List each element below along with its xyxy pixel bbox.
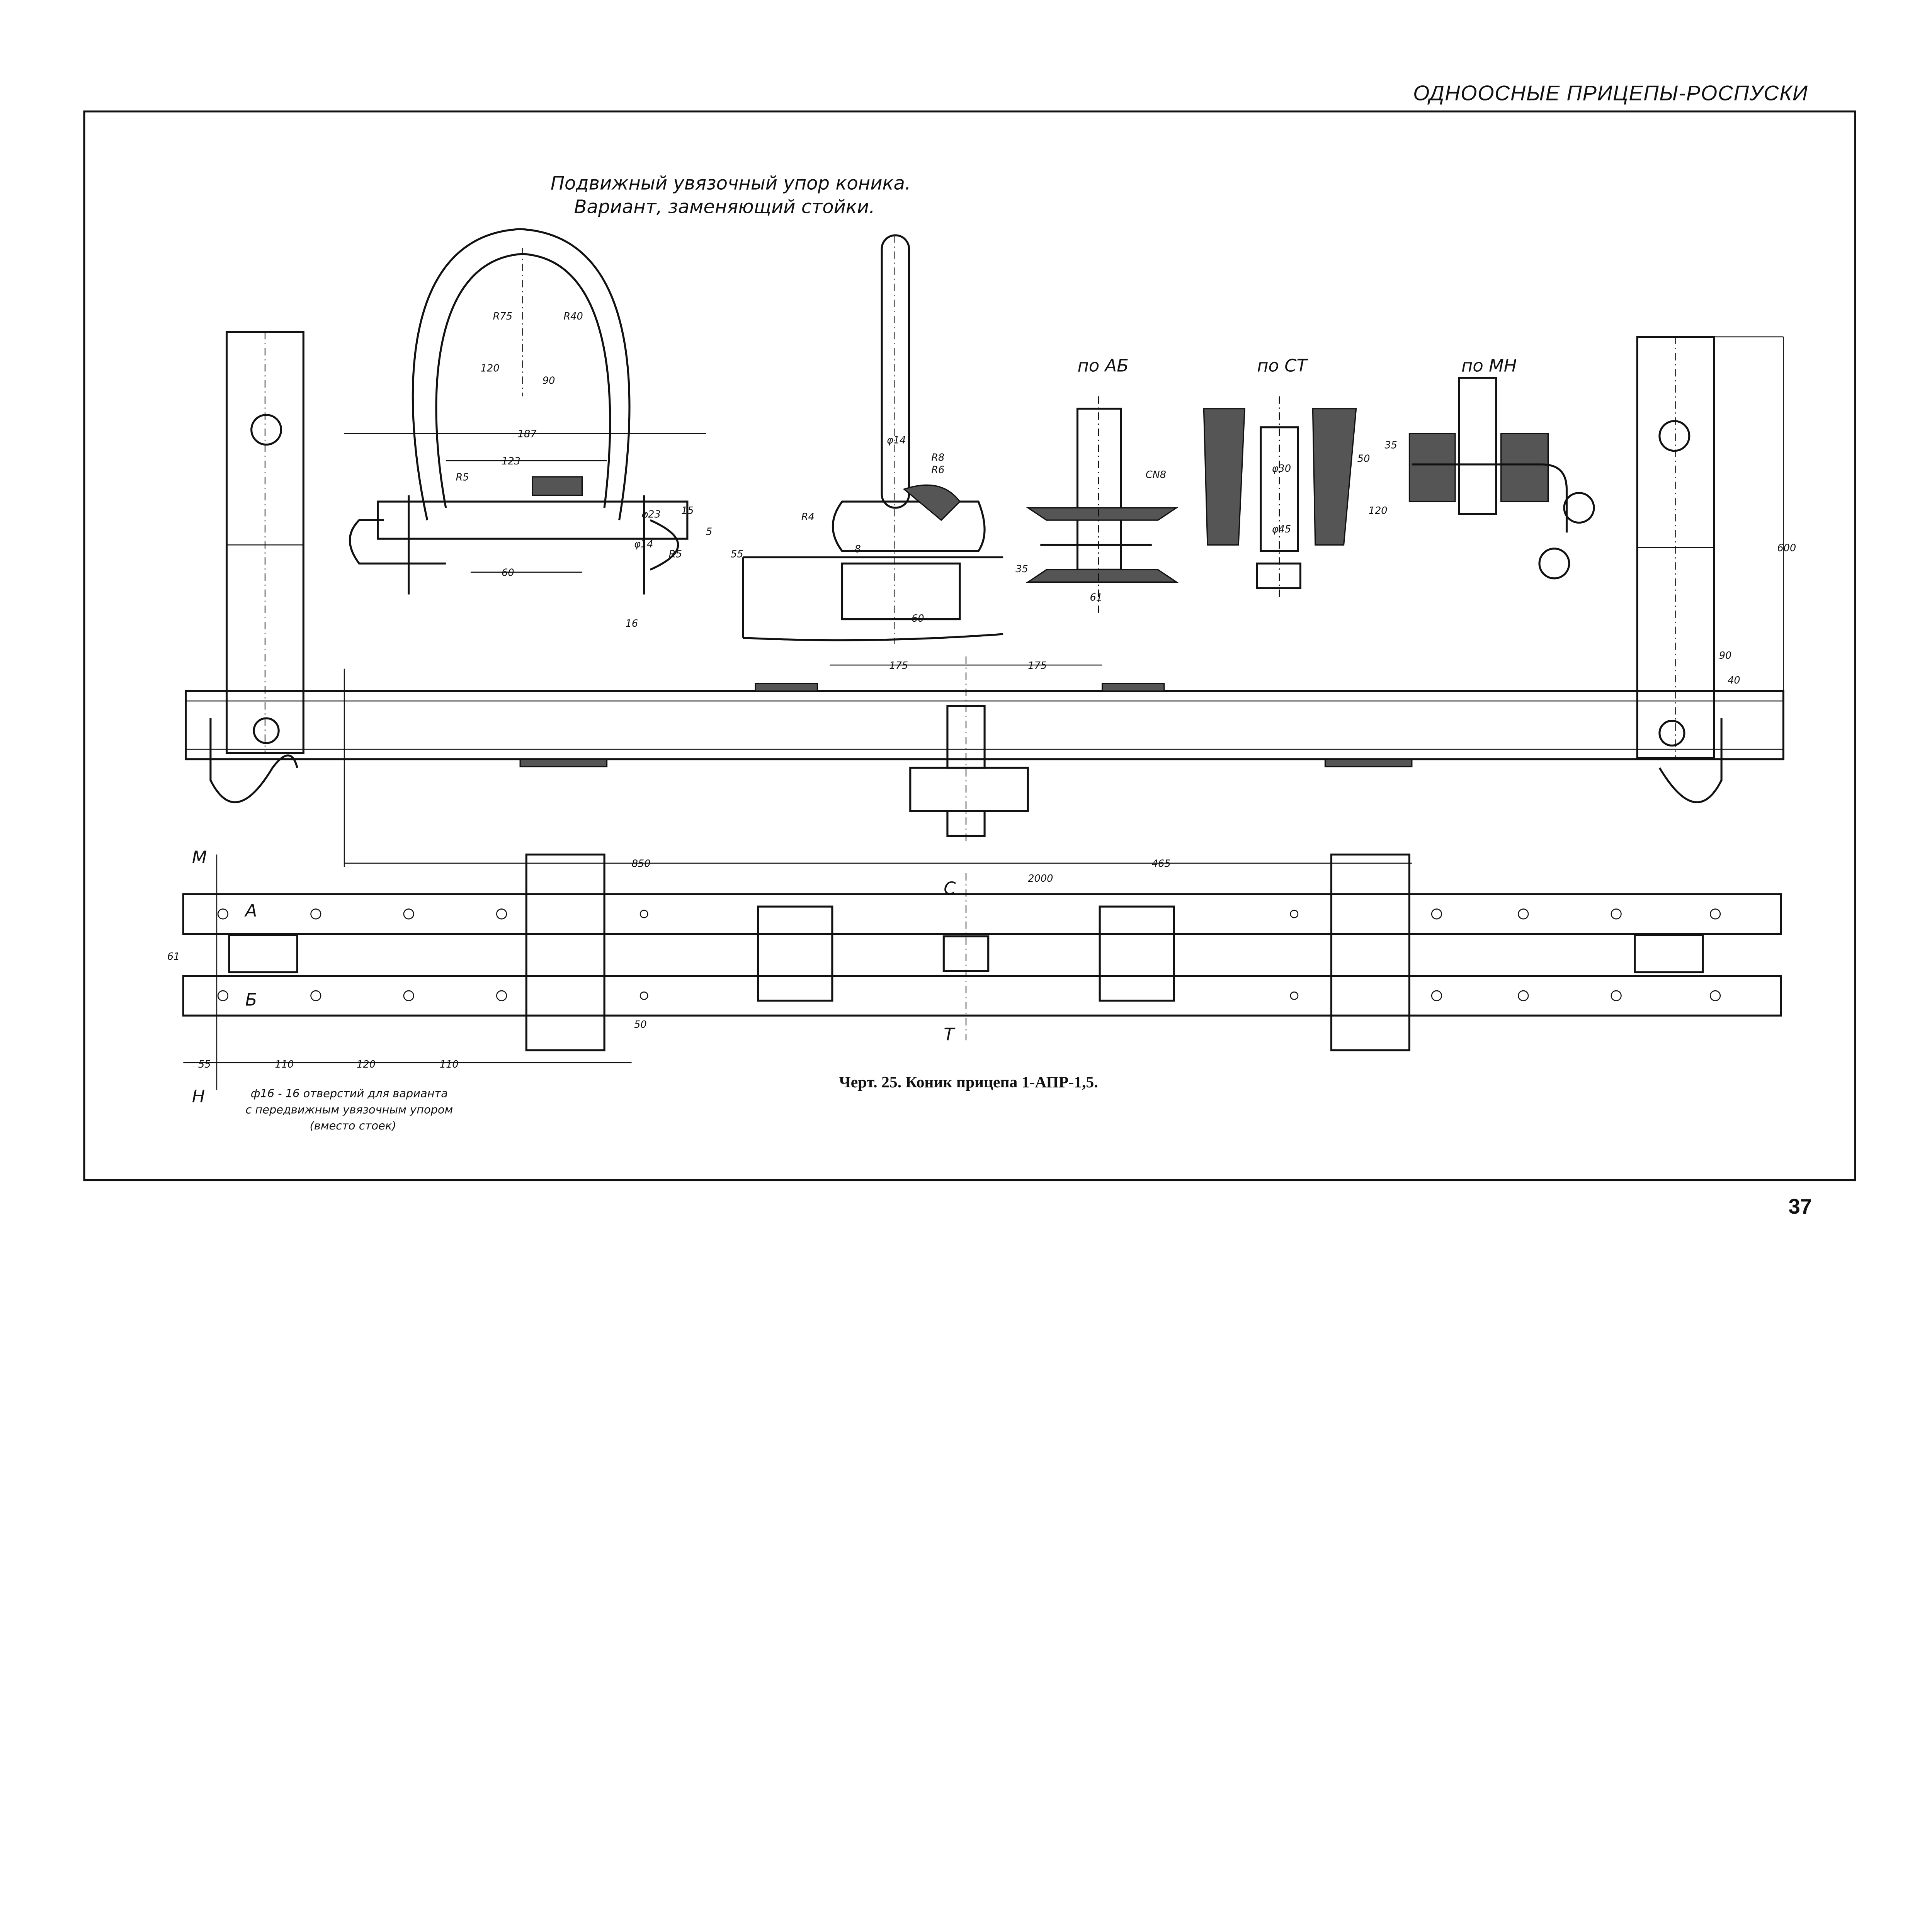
drawing-frame xyxy=(83,110,1856,1182)
dimension-labels: 120 90 R75 R40 187 123 R5 φ23 15 φ14 R5 … xyxy=(167,311,1796,1070)
dimension-label: 175 xyxy=(889,660,908,672)
left-stake xyxy=(225,331,304,754)
dimension-label: R75 xyxy=(493,311,512,322)
page-number: 37 xyxy=(1789,1195,1812,1218)
figure-caption: Черт. 25. Коник прицепа 1-АПР-1,5. xyxy=(839,1073,1098,1091)
dimension-label: φ23 xyxy=(641,509,661,520)
dimension-label: 15 xyxy=(681,505,694,517)
dimension-label: R5 xyxy=(456,472,469,483)
dimension-label: 60 xyxy=(502,567,514,578)
detail-title-line2: Вариант, заменяющий стойки. xyxy=(574,196,875,218)
dimension-label: R4 xyxy=(801,511,815,523)
dimension-label: 55 xyxy=(198,1059,211,1070)
dimension-label: R6 xyxy=(931,464,944,476)
technical-drawing-page: ОДНООСНЫЕ ПРИЦЕПЫ-РОСПУСКИ 37 Подвижный … xyxy=(83,82,1856,1218)
section-label-mn: по МН xyxy=(1461,355,1517,376)
holes-note-line3: (вместо стоек) xyxy=(310,1119,396,1132)
dimension-label: 120 xyxy=(357,1059,376,1070)
dimension-label: 110 xyxy=(275,1059,294,1070)
dimension-label: 40 xyxy=(1728,675,1740,686)
dimension-label: 90 xyxy=(543,375,555,387)
dimension-label: 35 xyxy=(1015,563,1028,575)
dimension-label: 35 xyxy=(1384,439,1397,451)
dimension-label: 5 xyxy=(706,526,712,538)
dimension-label: 120 xyxy=(481,363,500,374)
section-mark-a: А xyxy=(244,900,257,921)
holes-note-line2: с передвижным увязочным упором xyxy=(245,1103,453,1116)
dimension-label: 61 xyxy=(167,951,180,963)
dimension-label: 61 xyxy=(1090,592,1103,603)
section-ct-view xyxy=(1203,396,1357,601)
dimension-label: 8 xyxy=(855,543,861,555)
dimension-label: R5 xyxy=(669,548,682,560)
dimension-label: 850 xyxy=(632,858,651,870)
section-mark-b: Б xyxy=(245,990,257,1010)
holes-note-line1: ф16 - 16 отверстий для варианта xyxy=(251,1087,448,1100)
dimension-label: R8 xyxy=(931,452,944,463)
dimension-label: 123 xyxy=(502,456,520,467)
dimension-label: 2000 xyxy=(1028,873,1053,884)
hook-pin-detail xyxy=(742,234,1003,644)
section-mn-view xyxy=(1408,376,1595,580)
bolster-beam-elevation xyxy=(185,656,1784,842)
dimension-label: 90 xyxy=(1719,650,1732,662)
dimension-label: 16 xyxy=(626,618,638,629)
dimension-label: 50 xyxy=(1357,453,1370,465)
section-mark-c: С xyxy=(944,878,956,898)
section-mark-m: М xyxy=(192,847,207,867)
running-title: ОДНООСНЫЕ ПРИЦЕПЫ-РОСПУСКИ xyxy=(1413,82,1808,105)
right-stake xyxy=(1636,336,1784,759)
shackle-detail xyxy=(344,228,706,595)
dimension-label: φ30 xyxy=(1272,463,1291,474)
bolster-plan-view xyxy=(182,664,1782,1090)
detail-title-line1: Подвижный увязочный упор коника. xyxy=(551,172,911,194)
dimension-label: 60 xyxy=(912,613,924,624)
dimension-label: 600 xyxy=(1777,542,1796,554)
dimension-label: CN8 xyxy=(1146,469,1166,481)
dimension-label: 110 xyxy=(440,1059,459,1070)
dimension-label: 120 xyxy=(1369,505,1388,517)
dimension-label: 175 xyxy=(1028,660,1047,672)
dimension-label: 465 xyxy=(1152,858,1171,870)
dimension-label: R40 xyxy=(563,311,583,322)
dimension-label: 55 xyxy=(731,548,743,560)
dimension-label: 187 xyxy=(518,428,537,440)
section-label-ct: по СТ xyxy=(1257,355,1308,376)
section-ab-view xyxy=(1026,396,1179,613)
dimension-label: φ14 xyxy=(887,434,906,446)
section-mark-t: Т xyxy=(944,1024,956,1044)
section-mark-h: Н xyxy=(192,1086,205,1107)
dimension-label: φ14 xyxy=(634,539,653,550)
dimension-label: φ45 xyxy=(1272,524,1291,535)
section-label-ab: по АБ xyxy=(1077,355,1129,376)
dimension-label: 50 xyxy=(634,1019,647,1031)
